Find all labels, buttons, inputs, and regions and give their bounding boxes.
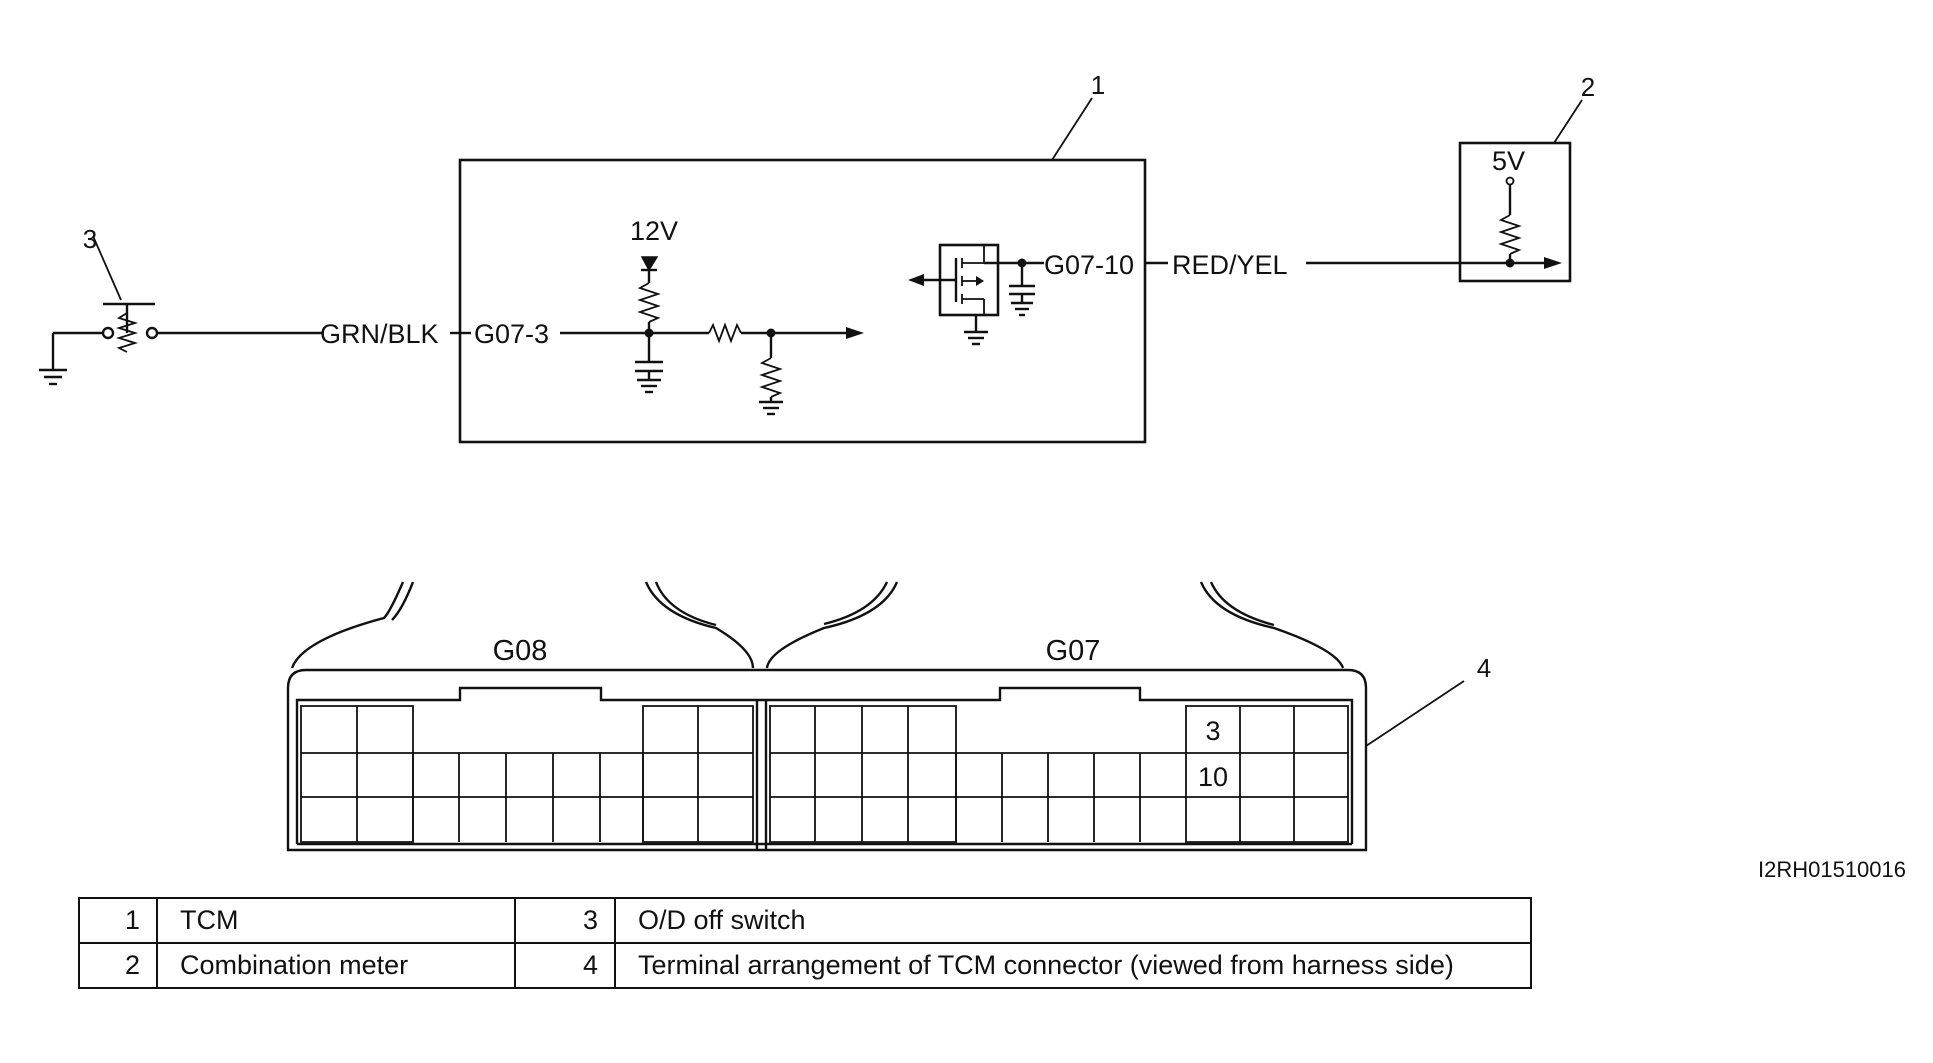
switch-callout-number: 3	[83, 224, 97, 254]
pin-number-10: 10	[1198, 762, 1228, 792]
legend-number: 1	[78, 897, 158, 944]
legend-table: 1 TCM 3 O/D off switch 2 Combination met…	[78, 897, 1532, 989]
tcm-callout-leader	[1051, 97, 1093, 161]
connector-name-g07: G07	[1046, 635, 1101, 667]
connector-callout-number: 4	[1477, 653, 1491, 683]
legend-label: TCM	[156, 897, 516, 944]
od-off-switch: 3	[39, 224, 322, 386]
g08-cells	[300, 705, 754, 843]
tcm-connector: G08 G07	[286, 581, 1491, 852]
tcm-callout-number: 1	[1091, 70, 1105, 100]
legend-row: 2 Combination meter 4 Terminal arrangeme…	[78, 942, 1532, 989]
wire-label-meter: RED/YEL	[1172, 250, 1288, 280]
tcm-input-circuit: 12V	[560, 216, 864, 416]
tcm-box	[458, 158, 1147, 444]
legend-number: 2	[78, 942, 158, 989]
legend-row: 1 TCM 3 O/D off switch	[78, 897, 1532, 944]
legend-number: 4	[514, 942, 616, 989]
combination-meter: 2 5V	[1458, 72, 1595, 283]
legend-label: Terminal arrangement of TCM connector (v…	[614, 942, 1532, 989]
wire-label-switch: GRN/BLK	[320, 319, 439, 349]
meter-callout-number: 2	[1581, 72, 1595, 102]
g07-cells	[769, 705, 1349, 843]
legend-label: O/D off switch	[614, 897, 1532, 944]
pin-label-meter: G07-10	[1044, 250, 1134, 280]
tcm-output-driver	[908, 243, 1044, 346]
connector-name-g08: G08	[493, 635, 548, 667]
pin-label-switch: G07-3	[474, 319, 549, 349]
pin-number-3: 3	[1205, 716, 1220, 746]
legend-number: 3	[514, 897, 616, 944]
figure-reference-code: I2RH01510016	[1757, 857, 1906, 882]
legend-label: Combination meter	[156, 942, 516, 989]
supply-label-5v: 5V	[1492, 146, 1525, 176]
supply-label-12v: 12V	[630, 216, 678, 246]
